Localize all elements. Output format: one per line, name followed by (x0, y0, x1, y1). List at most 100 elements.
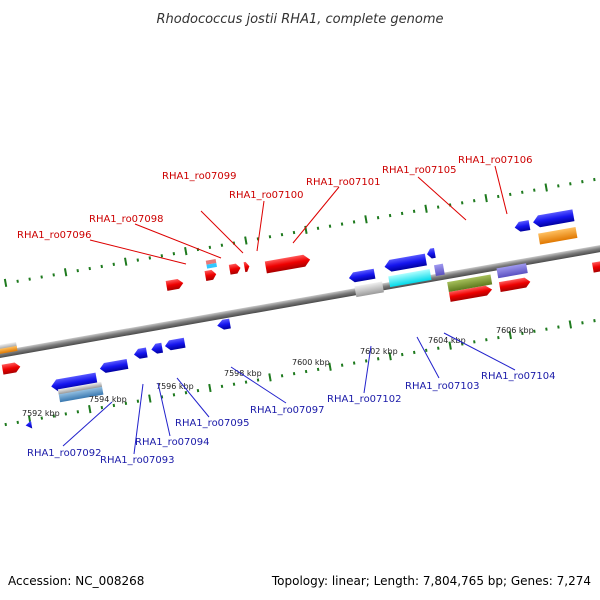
gene-grey[interactable] (0, 341, 17, 351)
top-tick-mark (412, 209, 416, 213)
top-tick-mark (521, 190, 524, 194)
top-tick-mark (400, 211, 404, 216)
top-tick-mark (268, 235, 272, 239)
top-tick-mark (172, 252, 176, 256)
gene-red[interactable] (498, 277, 531, 293)
bottom-tick-mark (196, 388, 200, 393)
top-tick-mark (280, 232, 284, 237)
gene-purple[interactable] (433, 263, 445, 277)
gene-blue[interactable] (532, 209, 575, 228)
gene-label[interactable]: RHA1_ro07100 (229, 190, 304, 201)
bottom-tick-mark (136, 399, 140, 403)
gene-steel[interactable] (58, 385, 104, 403)
bottom-tick-mark (388, 352, 392, 361)
gene-blue[interactable] (133, 347, 148, 359)
gene-label[interactable]: RHA1_ro07102 (327, 394, 402, 405)
gene-label[interactable]: RHA1_ro07097 (250, 405, 325, 416)
gene-orange[interactable] (0, 345, 18, 354)
top-tick-mark (581, 180, 584, 184)
gene-blue[interactable] (216, 318, 231, 331)
top-tick-mark (292, 230, 296, 235)
bottom-tick-mark (220, 384, 224, 389)
scale-label: 7598 kbp (224, 369, 262, 378)
gene-red[interactable] (228, 263, 242, 275)
top-tick-mark (557, 184, 560, 188)
gene-blue[interactable] (99, 359, 129, 374)
gene-red[interactable] (264, 254, 311, 274)
scale-label: 7604 kbp (428, 336, 466, 345)
scale-label: 7600 kbp (292, 358, 330, 367)
gene-label[interactable]: RHA1_ro07101 (306, 177, 381, 188)
bottom-tick-mark (64, 412, 68, 416)
top-tick-mark (124, 257, 128, 266)
chromosome-track (0, 221, 600, 378)
gene-blue[interactable] (514, 220, 531, 232)
bottom-tick-row (4, 319, 596, 427)
bottom-tick-mark (148, 394, 152, 403)
gene-salmon[interactable] (205, 259, 217, 265)
bottom-tick-mark (304, 369, 308, 374)
gene-label[interactable]: RHA1_ro07104 (481, 371, 556, 382)
gene-purple[interactable] (496, 263, 528, 279)
gene-cyan[interactable] (206, 262, 217, 269)
top-tick-mark (436, 205, 440, 209)
gene-red[interactable] (243, 261, 251, 273)
top-tick-mark (100, 264, 104, 269)
top-tick-mark (76, 269, 79, 273)
gene-red[interactable] (165, 278, 184, 291)
bottom-tick-mark (40, 416, 44, 420)
gene-grey[interactable] (354, 281, 384, 298)
bottom-tick-mark (497, 335, 500, 340)
gene-label[interactable]: RHA1_ro07105 (382, 165, 457, 176)
top-tick-mark (460, 201, 464, 205)
gene-label[interactable]: RHA1_ro07106 (458, 155, 533, 166)
top-tick-mark (509, 192, 512, 197)
top-tick-mark (3, 278, 8, 287)
gene-blue[interactable] (426, 247, 436, 259)
gene-label[interactable]: RHA1_ro07096 (17, 230, 92, 241)
gene-blue[interactable] (383, 253, 427, 273)
gene-blue[interactable] (150, 342, 164, 355)
bottom-tick-mark (364, 359, 368, 363)
gene-red[interactable] (1, 362, 21, 375)
top-tick-mark (328, 224, 332, 228)
gene-red[interactable] (591, 259, 600, 273)
top-tick-mark (544, 183, 548, 192)
gene-label[interactable]: RHA1_ro07092 (27, 448, 102, 459)
gene-label[interactable]: RHA1_ro07099 (162, 171, 237, 182)
top-tick-mark (148, 256, 152, 260)
top-tick-mark (52, 273, 55, 277)
bottom-tick-mark (485, 338, 488, 342)
gene-blue[interactable] (25, 420, 33, 430)
bottom-tick-mark (280, 374, 284, 378)
gene-label[interactable]: RHA1_ro07093 (100, 455, 175, 466)
gene-label[interactable]: RHA1_ro07094 (135, 437, 210, 448)
bottom-tick-mark (376, 357, 380, 361)
bottom-tick-mark (208, 383, 212, 393)
gene-red[interactable] (448, 285, 493, 302)
gene-label[interactable]: RHA1_ro07103 (405, 381, 480, 392)
gene-blue[interactable] (164, 337, 186, 351)
gene-orange[interactable] (538, 227, 578, 245)
top-tick-mark (316, 226, 320, 230)
top-tick-mark (16, 279, 19, 283)
bottom-tick-mark (88, 405, 92, 414)
bottom-tick-mark (52, 414, 56, 418)
top-callouts (89, 165, 508, 265)
bottom-tick-mark (581, 321, 584, 325)
gene-label[interactable]: RHA1_ro07095 (175, 418, 250, 429)
top-tick-mark (533, 188, 536, 192)
scale-label: 7602 kbp (360, 347, 398, 356)
gene-label[interactable]: RHA1_ro07098 (89, 214, 164, 225)
gene-red[interactable] (204, 269, 218, 281)
top-tick-mark (184, 246, 188, 256)
gene-grey[interactable] (57, 381, 103, 395)
bottom-tick-mark (545, 327, 548, 331)
bottom-tick-mark (184, 391, 188, 395)
gene-olive[interactable] (447, 274, 493, 293)
top-tick-mark (376, 216, 380, 220)
gene-cyan[interactable] (388, 269, 432, 288)
bottom-tick-mark (244, 380, 248, 384)
gene-blue[interactable] (50, 372, 98, 393)
gene-blue[interactable] (348, 268, 376, 283)
